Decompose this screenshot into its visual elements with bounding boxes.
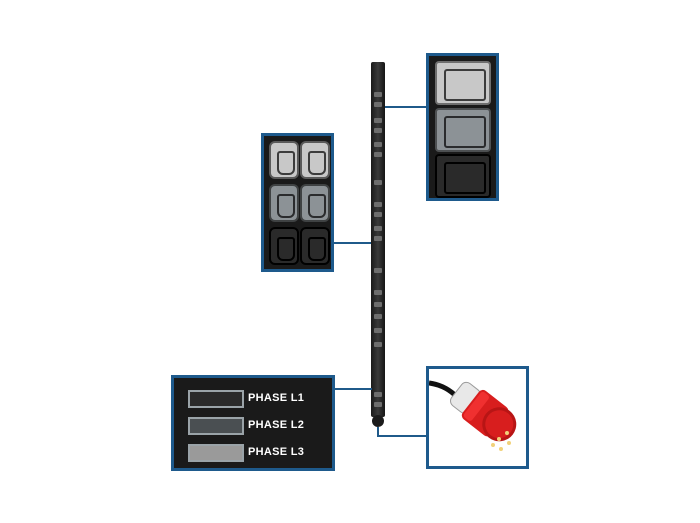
connector-line [334, 388, 372, 390]
phase-l1-label: PHASE L1 [248, 392, 305, 404]
c13-outlet-icon [269, 227, 299, 265]
pdu-cord-end [372, 415, 384, 427]
connector-line [377, 427, 379, 437]
outlet-marker [374, 226, 382, 231]
outlet-marker [374, 212, 382, 217]
red-plug-icon [428, 380, 517, 451]
phase-legend-callout: PHASE L1 PHASE L2 PHASE L3 [171, 375, 335, 471]
outlet-marker [374, 268, 382, 273]
outlet-marker [374, 314, 382, 319]
c13-outlet-icon [269, 141, 299, 179]
pdu-strip [371, 62, 385, 417]
outlet-marker [374, 118, 382, 123]
outlet-marker [374, 92, 382, 97]
outlet-marker [374, 142, 382, 147]
connector-line [377, 435, 427, 437]
connector-line [333, 242, 371, 244]
outlet-marker [374, 152, 382, 157]
outlet-marker [374, 392, 382, 397]
c19-outlet-icon [435, 108, 491, 152]
phase-l2-label: PHASE L2 [248, 419, 305, 431]
outlet-marker [374, 180, 382, 185]
outlet-marker [374, 328, 382, 333]
outlet-marker [374, 290, 382, 295]
outlet-marker [374, 202, 382, 207]
outlet-marker [374, 402, 382, 407]
c13-outlet-icon [269, 184, 299, 222]
phase-l3-label: PHASE L3 [248, 446, 305, 458]
c19-outlet-icon [435, 61, 491, 105]
c19-outlet-callout [426, 53, 499, 201]
c13-outlet-callout [261, 133, 334, 272]
outlet-marker [374, 236, 382, 241]
outlet-marker [374, 128, 382, 133]
outlet-marker [374, 102, 382, 107]
c13-outlet-icon [300, 184, 330, 222]
outlet-marker [374, 302, 382, 307]
outlet-marker [374, 342, 382, 347]
c13-outlet-icon [300, 227, 330, 265]
input-plug-callout [426, 366, 529, 469]
phase-l2-swatch [188, 417, 244, 435]
c13-outlet-icon [300, 141, 330, 179]
connector-line [385, 106, 430, 108]
phase-l3-swatch [188, 444, 244, 462]
c19-outlet-icon [435, 154, 491, 198]
phase-l1-swatch [188, 390, 244, 408]
